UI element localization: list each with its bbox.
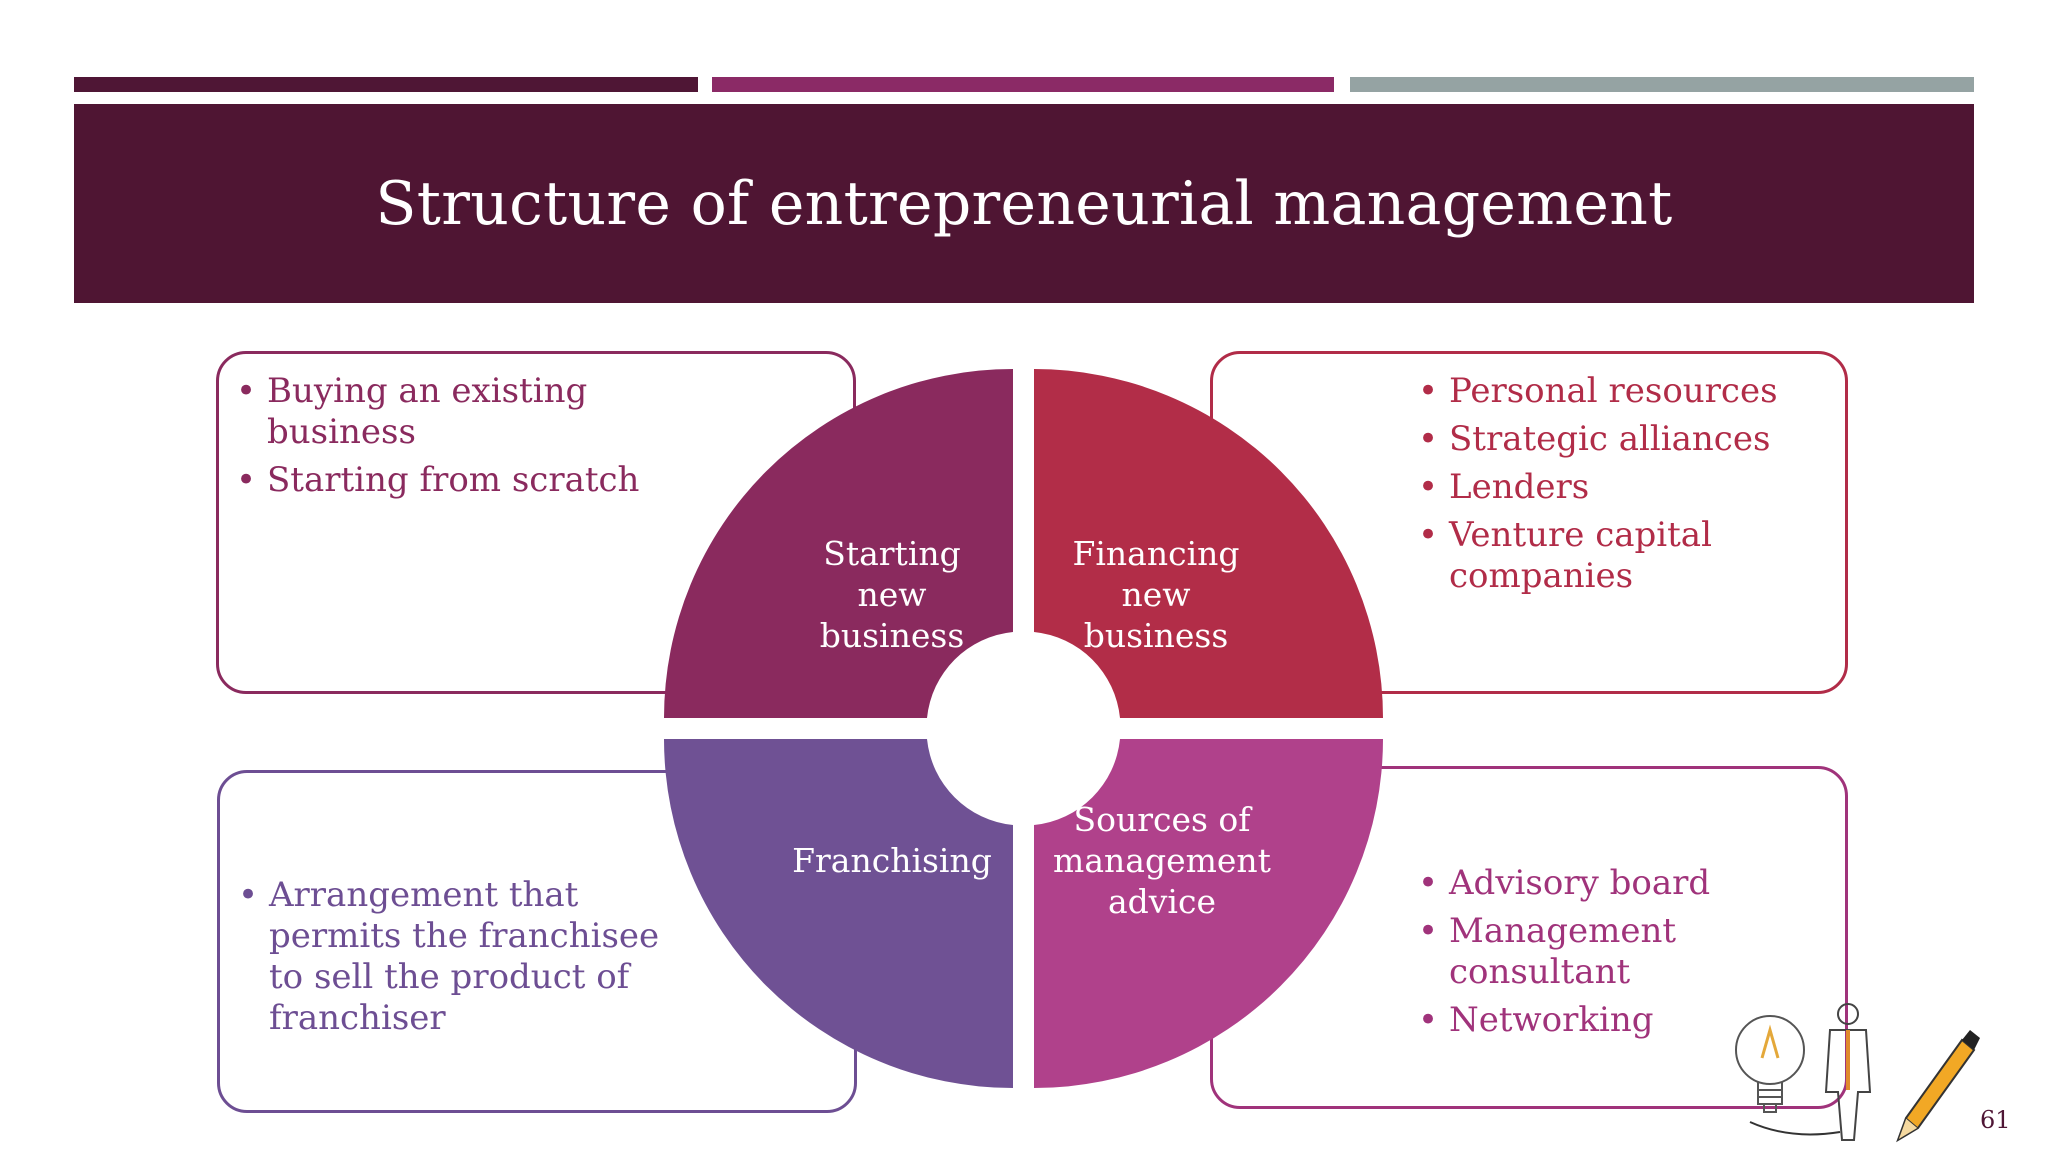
list-franchising: Arrangement that permits the franchisee … <box>238 875 678 1046</box>
lightbulb-icon <box>1735 1015 1841 1136</box>
page-number: 61 <box>1980 1106 2011 1134</box>
list-item: Venture capital companies <box>1418 515 1838 597</box>
title-band: Structure of entrepreneurial management <box>74 104 1974 303</box>
list-item: Arrangement that permits the franchisee … <box>238 875 678 1039</box>
list-item: Lenders <box>1418 467 1838 508</box>
label-starting-new-business: Starting new business <box>819 534 965 655</box>
list-starting-new-business: Buying an existing business Starting fro… <box>236 371 656 508</box>
list-item: Networking <box>1418 1000 1838 1041</box>
label-sources-of-management-advice: Sources of management advice <box>1053 800 1271 921</box>
quadrant-top-left <box>664 369 1013 718</box>
pencil-icon <box>1896 1030 1980 1143</box>
businessman-icon <box>1824 1003 1872 1141</box>
slide-title: Structure of entrepreneurial management <box>375 168 1673 239</box>
decoration-illustration <box>1735 1003 1980 1143</box>
accent-bar-1 <box>74 77 698 92</box>
list-financing-new-business: Personal resources Strategic alliances L… <box>1418 371 1838 604</box>
list-item: Strategic alliances <box>1418 419 1838 460</box>
list-item: Advisory board <box>1418 863 1838 904</box>
list-item: Personal resources <box>1418 371 1838 412</box>
quadrant-bottom-left <box>664 739 1013 1088</box>
accent-bar-2 <box>712 77 1334 92</box>
accent-bar-3 <box>1350 77 1974 92</box>
label-franchising: Franchising <box>792 841 992 880</box>
list-item: Management consultant <box>1418 911 1838 993</box>
list-item: Buying an existing business <box>236 371 656 453</box>
list-management-advice: Advisory board Management consultant Net… <box>1418 863 1838 1048</box>
list-item: Starting from scratch <box>236 460 656 501</box>
label-financing-new-business: Financing new business <box>1072 534 1240 655</box>
quadrant-top-right <box>1034 369 1383 718</box>
quadrant-bottom-right <box>1034 739 1383 1088</box>
